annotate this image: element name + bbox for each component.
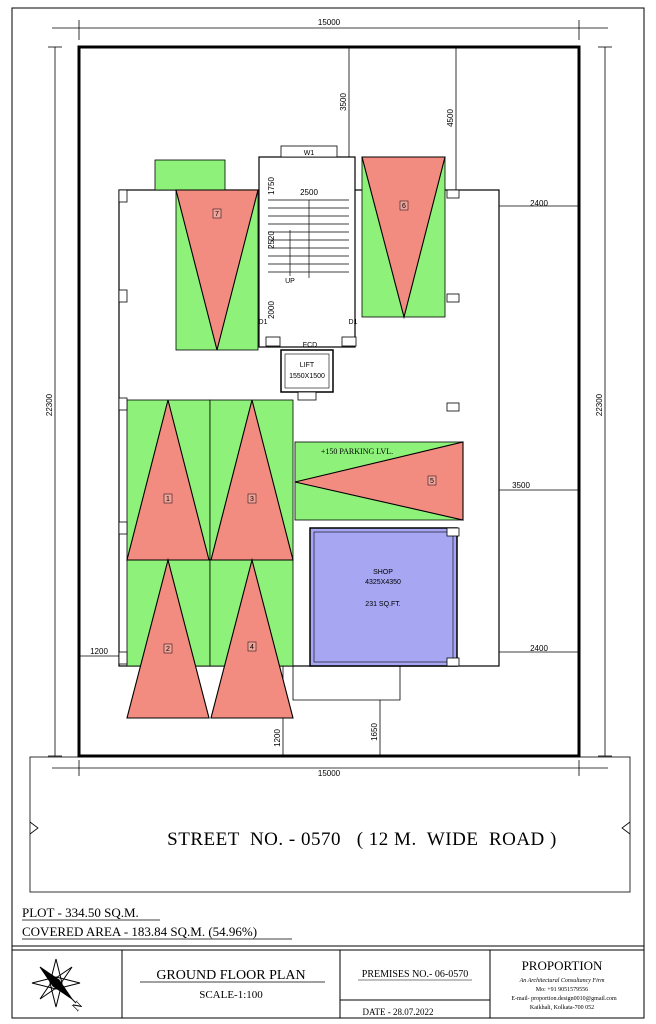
parking-level-label: +150 PARKING LVL. (321, 447, 393, 456)
firm-address: Kaikhali, Kolkata-700 052 (530, 1005, 594, 1011)
parking-5-label: 5 (430, 478, 434, 485)
entrance-path (292, 666, 401, 701)
parking-6-label: 6 (402, 203, 406, 210)
title-block (12, 945, 644, 1018)
street-label: STREET NO. - 0570 ( 12 M. WIDE ROAD ) (167, 829, 557, 850)
dim-side-right-bottom: 2400 (530, 644, 548, 653)
lift-inner (284, 353, 330, 389)
stair-up-label: UP (285, 278, 295, 285)
dim-right-height: 22300 (595, 393, 604, 416)
dim-rear-left: 1200 (273, 729, 282, 747)
firm-email: E-mail- proportion.design0010@gmail.com (511, 996, 617, 1002)
dim-left-height: 22300 (45, 393, 54, 416)
dim-stair-2: 2520 (267, 231, 276, 249)
lift-door (297, 391, 317, 401)
window-label: W1 (304, 150, 315, 157)
lift-size: 1550X1500 (289, 373, 325, 380)
plot-boundary (77, 45, 581, 758)
shop-title: SHOP (373, 569, 393, 576)
parking-1-label: 1 (166, 496, 170, 503)
door-left-label: D1 (259, 319, 268, 326)
parking-number-badges (163, 200, 437, 654)
shop-room (309, 527, 458, 667)
shop-inner (313, 531, 454, 663)
dim-top-width: 15000 (318, 18, 341, 27)
dim-stair-1: 1750 (267, 177, 276, 195)
car-markers (126, 156, 464, 719)
dim-front-setback-right: 4500 (446, 109, 455, 127)
shop-area: 231 SQ.FT. (365, 601, 400, 608)
staircase (258, 145, 357, 348)
street-band (29, 756, 631, 893)
dim-side-right-top: 2400 (530, 199, 548, 208)
covered-area: COVERED AREA - 183.84 SQ.M. (54.96%) (22, 924, 257, 939)
dim-front-setback: 3500 (339, 93, 348, 111)
parking-7-label: 7 (215, 211, 219, 218)
lift-box (280, 349, 334, 393)
firm-mobile: Mo: +91 9051579556 (536, 987, 588, 993)
shop-size: 4325X4350 (365, 579, 401, 586)
plan-title: GROUND FLOOR PLAN (156, 968, 305, 983)
fcd-label: FCD (303, 342, 317, 349)
dim-stair-width: 2500 (300, 188, 318, 197)
dim-side-left: 1200 (90, 647, 108, 656)
north-arrow-icon: N (31, 958, 85, 1014)
premises-number: PREMISES NO.- 06-0570 (362, 969, 468, 980)
dim-rear-mid: 1650 (370, 723, 379, 741)
columns (118, 189, 460, 667)
svg-text:N: N (69, 998, 85, 1014)
lift-title: LIFT (300, 362, 315, 369)
plot-area: PLOT - 334.50 SQ.M. (22, 905, 139, 920)
parking-2-label: 2 (166, 646, 170, 653)
dim-bottom-width: 15000 (318, 769, 341, 778)
parking-3-label: 3 (250, 496, 254, 503)
door-right-label: D1 (349, 319, 358, 326)
sheet-border (11, 7, 645, 1019)
dim-stair-3: 2000 (267, 301, 276, 319)
plan-scale: SCALE-1:100 (199, 989, 263, 1001)
drawing-date: DATE - 28.07.2022 (363, 1007, 434, 1017)
firm-tagline: An Architectural Consultancy Firm (519, 978, 605, 984)
parking-4-label: 4 (250, 644, 254, 651)
dim-side-right-mid: 3500 (512, 481, 530, 490)
firm-name: PROPORTION (522, 958, 603, 973)
